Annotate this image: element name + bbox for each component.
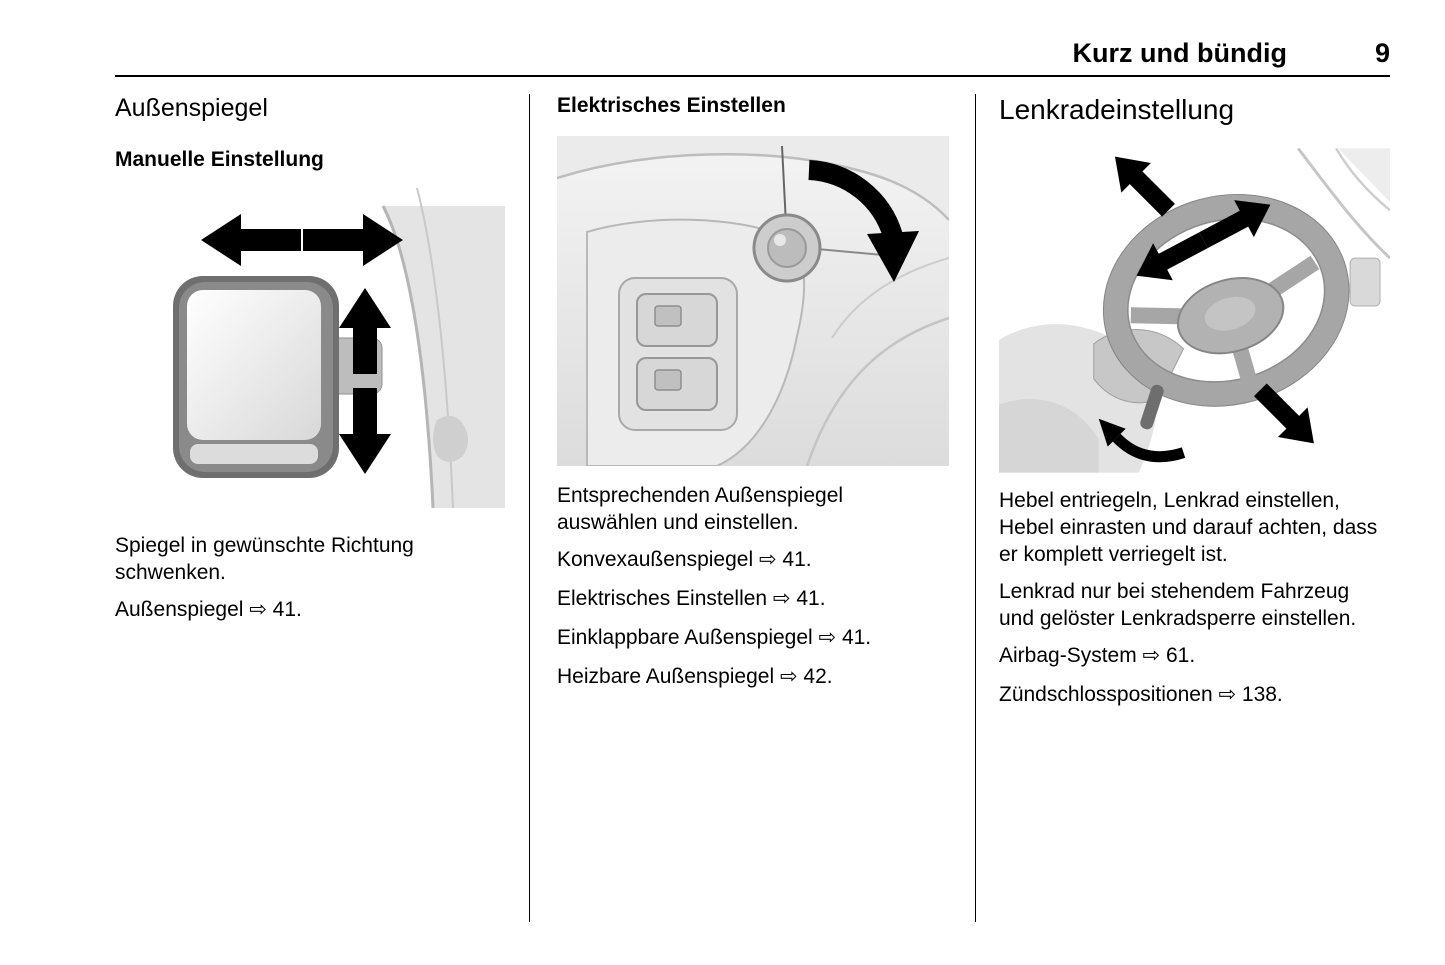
cross-reference: Zündschlosspositionen ⇨ 138. xyxy=(999,683,1283,706)
section-heading-lenkradeinstellung: Lenkradeinstellung xyxy=(999,94,1235,125)
mirror-manual-illustration xyxy=(115,188,505,508)
body-text: Lenkrad nur bei stehendem Fahrzeug und g… xyxy=(999,580,1357,630)
cross-reference: Airbag-System ⇨ 61. xyxy=(999,644,1196,667)
cross-reference: Elektrisches Einstellen ⇨ 41. xyxy=(557,587,826,610)
column-steering-wheel-adjustment: Lenkradeinstellung xyxy=(975,94,1390,922)
cross-reference: Konvexaußenspiegel ⇨ 41. xyxy=(557,548,812,571)
body-text: Entsprechenden Außenspiegel auswählen un… xyxy=(557,484,844,534)
tilt-up-arrow-icon xyxy=(1114,156,1175,217)
window-switches xyxy=(636,293,718,411)
subsection-heading-manuelle-einstellung: Manuelle Einstellung xyxy=(115,148,324,171)
mirror-control-knob xyxy=(752,213,822,283)
header-rule xyxy=(115,75,1390,77)
steering-wheel-illustration-svg xyxy=(999,148,1390,473)
steering-wheel xyxy=(1102,193,1350,407)
cross-reference: Einklappbare Außenspiegel ⇨ 41. xyxy=(557,626,872,649)
column-electric-adjustment: Elektrisches Einstellen xyxy=(529,94,975,922)
tilt-down-arrow-icon xyxy=(1253,383,1314,444)
chapter-title: Kurz und bündig xyxy=(1072,38,1287,68)
section-heading-aussenspiegel: Außenspiegel xyxy=(115,94,268,122)
door-panel-illustration xyxy=(557,136,949,466)
body-text: Hebel entriegeln, Lenkrad einstellen, He… xyxy=(999,489,1378,566)
cross-reference: Außenspiegel ⇨ 41. xyxy=(115,598,302,621)
mirror-illustration-svg xyxy=(173,188,505,508)
subsection-heading-elektrisches-einstellen: Elektrisches Einstellen xyxy=(557,94,786,117)
column-exterior-mirror: Außenspiegel Manuelle Einstellung xyxy=(115,94,529,922)
page-header: Kurz und bündig 9 xyxy=(115,38,1390,68)
page-number: 9 xyxy=(1374,38,1390,68)
body-text: Spiegel in gewünschte Richtung schwenken… xyxy=(115,534,414,584)
telescope-double-arrow-icon xyxy=(1136,200,1271,281)
vertical-adjust-arrows-icon xyxy=(339,288,391,474)
adjustment-lever xyxy=(1140,384,1164,430)
horizontal-adjust-arrows-icon xyxy=(201,214,403,266)
steering-wheel-illustration xyxy=(999,148,1390,473)
content-columns: Außenspiegel Manuelle Einstellung xyxy=(115,94,1390,922)
rotate-arrow-icon xyxy=(808,160,919,282)
cross-reference: Heizbare Außenspiegel ⇨ 42. xyxy=(557,665,833,688)
lever-release-arrow-icon xyxy=(1098,418,1186,463)
door-panel-illustration-svg xyxy=(557,136,949,466)
mirror-glass xyxy=(187,290,321,440)
